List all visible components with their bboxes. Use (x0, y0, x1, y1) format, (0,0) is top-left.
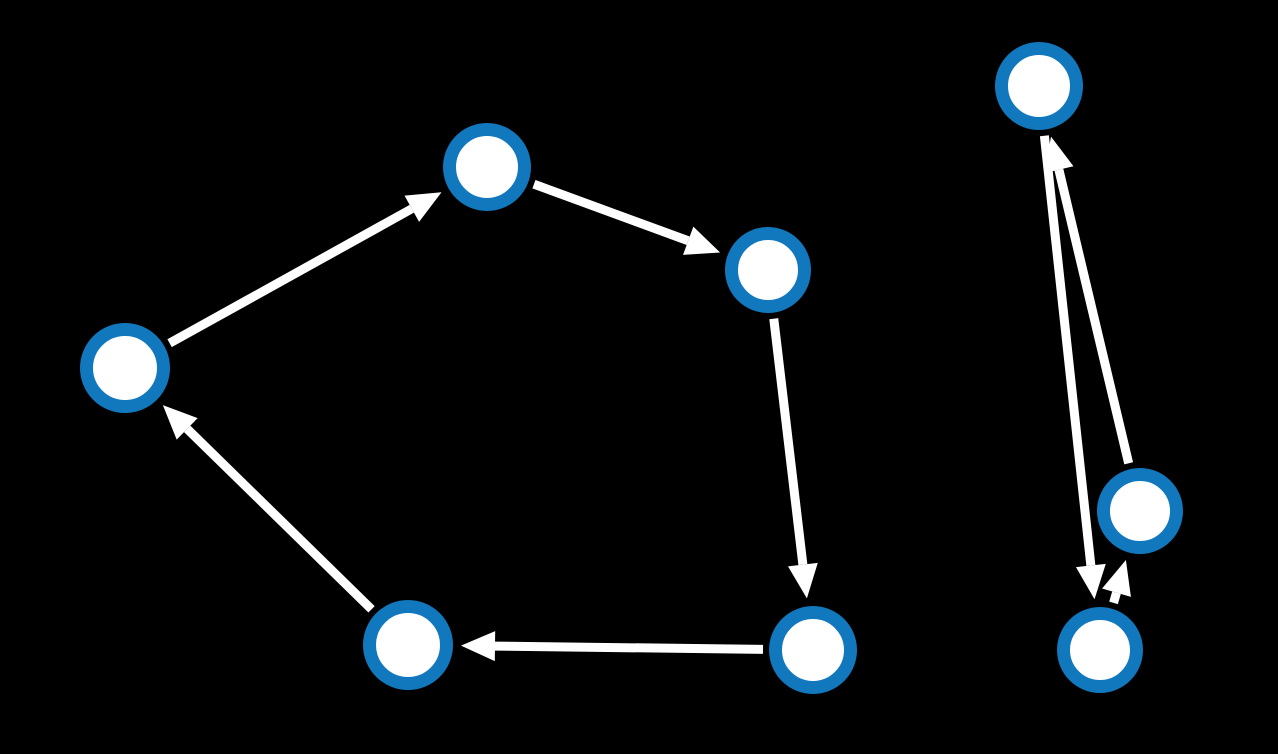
node-circle-icon (443, 123, 531, 211)
edge-shaft (167, 204, 414, 348)
edge-shaft (1039, 135, 1096, 566)
graph-node[interactable] (1097, 468, 1183, 554)
edge-shaft (184, 425, 375, 613)
graph-node[interactable] (995, 42, 1083, 130)
graph-node[interactable] (443, 123, 531, 211)
node-circle-icon (725, 227, 811, 313)
node-circle-icon (995, 42, 1083, 130)
node-circle-icon (1057, 607, 1143, 693)
graph-edge[interactable] (167, 192, 442, 348)
arrowhead-icon (162, 405, 198, 440)
graph-edge[interactable] (769, 318, 818, 599)
arrowhead-icon (404, 192, 442, 222)
graph-node[interactable] (725, 227, 811, 313)
arrowhead-icon (787, 562, 818, 599)
node-circle-icon (363, 600, 453, 690)
graph-node[interactable] (1057, 607, 1143, 693)
graph-node[interactable] (363, 600, 453, 690)
edge-shaft (532, 179, 690, 245)
graph-edge[interactable] (162, 405, 375, 613)
graph-edge[interactable] (1044, 136, 1134, 465)
node-circle-icon (1097, 468, 1183, 554)
edge-shaft (1054, 168, 1134, 465)
edge-shaft (1109, 591, 1121, 605)
arrowhead-icon (1044, 136, 1074, 174)
graph-node[interactable] (80, 323, 170, 413)
graph-edge[interactable] (1039, 135, 1106, 600)
graph-edge[interactable] (460, 631, 764, 662)
arrowhead-icon (1075, 563, 1106, 600)
edge-shaft (769, 318, 808, 566)
edges-layer (162, 135, 1134, 662)
node-circle-icon (769, 606, 857, 694)
graph-edge[interactable] (532, 179, 721, 255)
edge-shaft (494, 641, 764, 654)
graph-node[interactable] (769, 606, 857, 694)
nodes-layer (80, 42, 1183, 694)
arrowhead-icon (683, 226, 721, 255)
arrowhead-icon (460, 631, 496, 662)
graph-edge[interactable] (1102, 560, 1131, 605)
node-circle-icon (80, 323, 170, 413)
arrowhead-icon (1102, 560, 1131, 597)
